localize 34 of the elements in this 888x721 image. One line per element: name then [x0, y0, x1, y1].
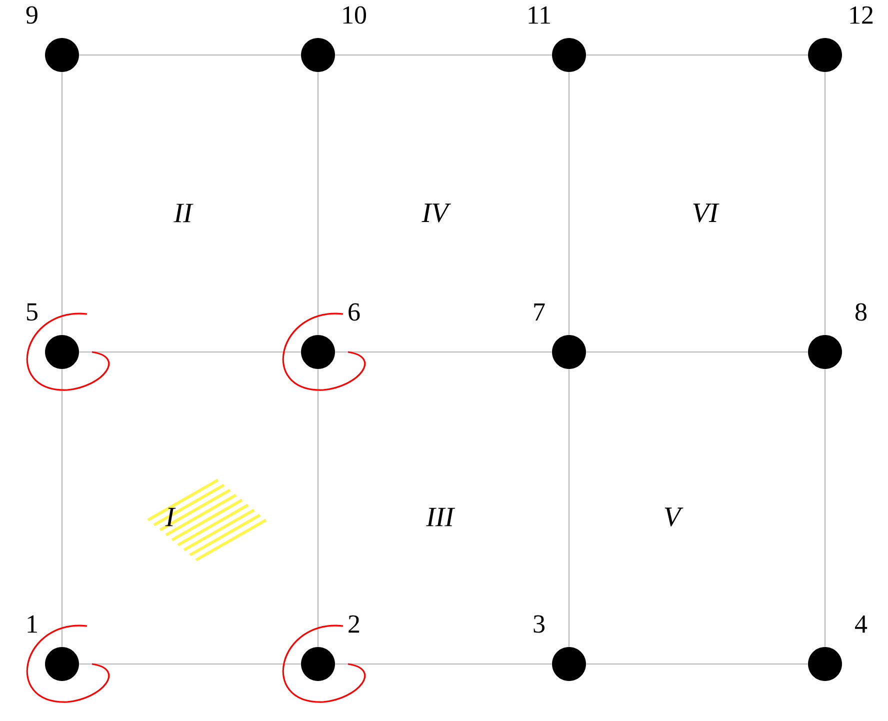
vertex-number: 3	[534, 615, 544, 633]
grid-line	[586, 663, 808, 665]
vertex-number: 7	[534, 303, 545, 321]
grid-line	[61, 369, 63, 647]
region-label: V	[664, 508, 684, 526]
region-label: VI	[693, 204, 720, 222]
vertex-number: 5	[27, 303, 38, 321]
vertex-number: 8	[856, 303, 867, 321]
region-label: II	[174, 204, 194, 222]
grid-line	[79, 663, 301, 665]
vertex-number: 12	[850, 6, 873, 24]
vertex-number: 4	[855, 615, 868, 633]
grid-line	[79, 351, 301, 353]
grid-line	[568, 369, 570, 647]
region-label: IV	[422, 204, 451, 222]
grid-line	[824, 72, 826, 335]
vertex-number: 10	[343, 6, 366, 24]
vertex-number: 6	[348, 303, 360, 321]
grid-line	[335, 351, 552, 353]
grid-line	[79, 54, 301, 56]
grid-line	[568, 72, 570, 335]
grid-line	[586, 351, 808, 353]
grid-line	[317, 369, 319, 647]
region-label: III	[426, 508, 456, 526]
grid-line	[824, 369, 826, 647]
grid-line	[586, 54, 808, 56]
grid-line	[317, 72, 319, 335]
vertex-number: 2	[348, 615, 360, 633]
vertex-number: 11	[528, 6, 550, 24]
grid-line	[335, 663, 552, 665]
grid-line	[61, 72, 63, 335]
grid-line	[335, 54, 552, 56]
vertex-number: 1	[28, 615, 37, 633]
vertex-number: 9	[26, 6, 38, 24]
